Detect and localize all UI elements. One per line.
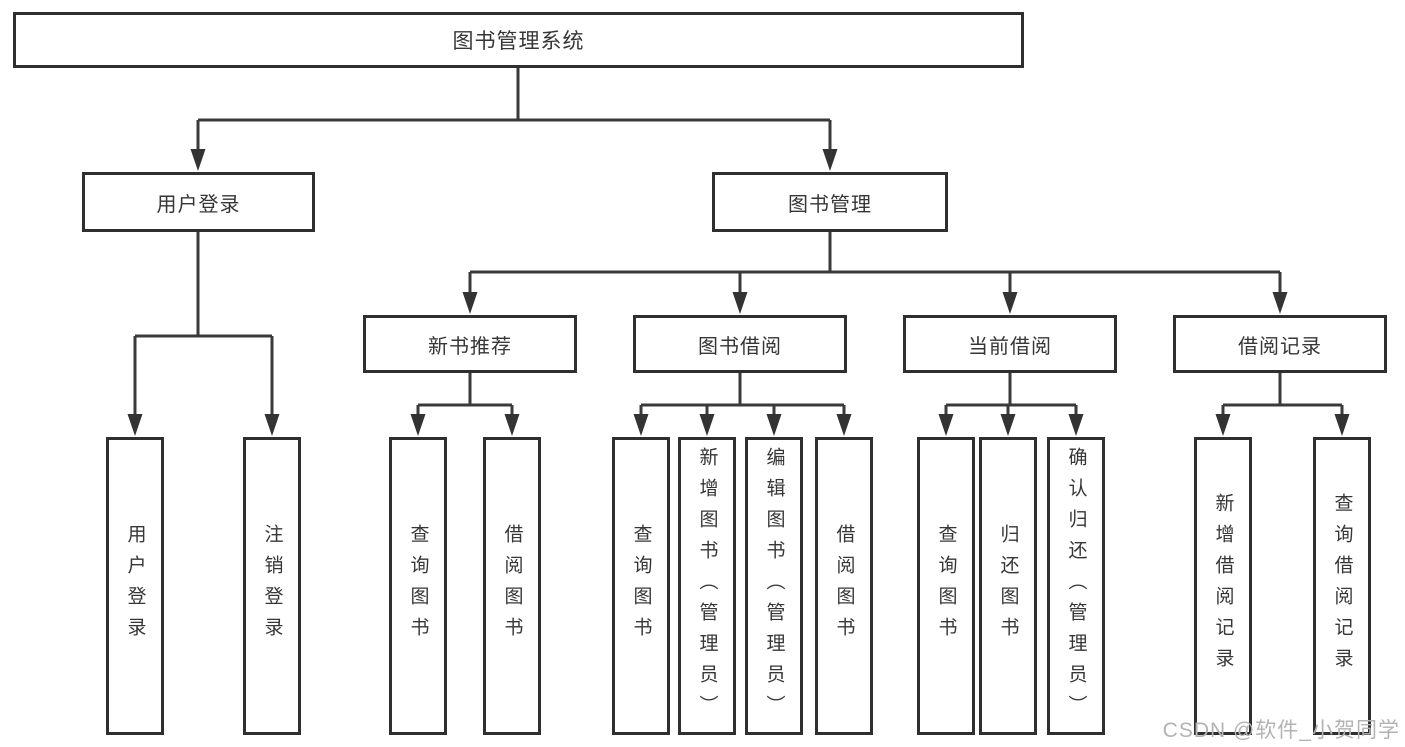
node-book-borrow-label: 图书借阅 (698, 335, 782, 358)
node-user-login-label: 用户登录 (156, 193, 241, 216)
leaf-query-books-current: 查询图书 (917, 437, 975, 735)
leaf-borrow-books: 借阅图书 (815, 437, 873, 735)
node-root-label: 图书管理系统 (452, 30, 585, 53)
connector-root-to-level2 (196, 68, 832, 152)
connector-book-management-to-level3 (468, 232, 1282, 296)
leaf-label: 编辑图书（管理员） (763, 446, 785, 726)
arrowheads-current-leaves (938, 414, 1084, 436)
leaf-label: 查询图书 (935, 524, 957, 648)
node-borrow-records-label: 借阅记录 (1238, 335, 1322, 358)
leaf-label: 用户登录 (124, 524, 146, 648)
leaf-label: 查询图书 (407, 524, 429, 648)
csdn-watermark: CSDN @软件_小贺同学 (1162, 719, 1400, 742)
arrowheads-borrow-leaves (633, 414, 852, 436)
node-borrow-records: 借阅记录 (1173, 315, 1387, 373)
node-new-book-recommend: 新书推荐 (363, 315, 577, 373)
connector-borrow-to-leaves (639, 373, 846, 418)
connector-current-to-leaves (944, 373, 1078, 418)
leaf-label: 查询图书 (630, 524, 652, 648)
connector-records-to-leaves (1221, 373, 1344, 418)
arrowheads-recommend-leaves (410, 414, 520, 436)
leaf-query-borrow-record: 查询借阅记录 (1313, 437, 1371, 735)
leaf-user-login: 用户登录 (106, 437, 164, 735)
leaf-label: 归还图书 (997, 524, 1019, 648)
arrowheads-level3 (462, 292, 1288, 314)
leaf-label: 新增借阅记录 (1212, 493, 1234, 679)
arrowheads-level2 (190, 149, 838, 171)
node-new-book-recommend-label: 新书推荐 (428, 335, 512, 358)
leaf-confirm-return-admin: 确认归还（管理员） (1047, 437, 1105, 735)
leaf-label: 注销登录 (261, 524, 283, 648)
leaf-label: 确认归还（管理员） (1065, 446, 1087, 726)
node-root: 图书管理系统 (13, 12, 1024, 68)
arrowheads-user-login-leaves (127, 414, 280, 436)
node-user-login: 用户登录 (82, 172, 315, 232)
leaf-borrow-books-recommend: 借阅图书 (483, 437, 541, 735)
leaf-add-books-admin: 新增图书（管理员） (678, 437, 736, 735)
leaf-return-books: 归还图书 (979, 437, 1037, 735)
node-book-management-label: 图书管理 (788, 193, 872, 216)
node-book-borrow: 图书借阅 (633, 315, 847, 373)
leaf-label: 新增图书（管理员） (696, 446, 718, 726)
leaf-label: 借阅图书 (833, 524, 855, 648)
node-book-management: 图书管理 (712, 172, 948, 232)
node-current-borrow: 当前借阅 (903, 315, 1117, 373)
leaf-label: 借阅图书 (501, 524, 523, 648)
leaf-logout: 注销登录 (243, 437, 301, 735)
arrowheads-records-leaves (1215, 414, 1350, 436)
leaf-label: 查询借阅记录 (1331, 493, 1353, 679)
connector-user-login-to-leaves (133, 232, 274, 418)
leaf-edit-books-admin: 编辑图书（管理员） (745, 437, 803, 735)
node-current-borrow-label: 当前借阅 (968, 335, 1052, 358)
leaf-add-borrow-record: 新增借阅记录 (1194, 437, 1252, 735)
leaf-query-books-borrow: 查询图书 (612, 437, 670, 735)
leaf-query-books-recommend: 查询图书 (389, 437, 447, 735)
connector-recommend-to-leaves (416, 373, 514, 418)
